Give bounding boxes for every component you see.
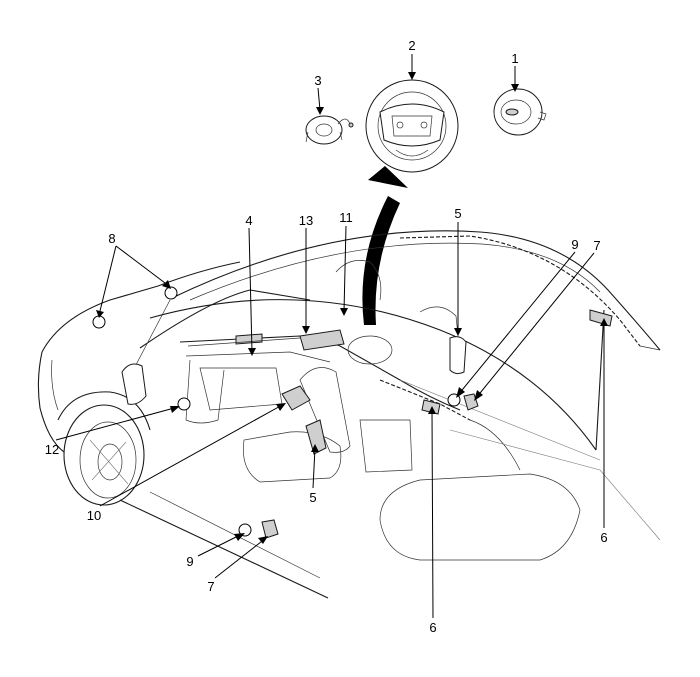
callout-2: 2 <box>408 38 415 53</box>
passenger-airbag <box>299 329 345 351</box>
callout-4: 4 <box>245 213 252 228</box>
callout-12: 12 <box>45 442 59 457</box>
srs-control-module <box>281 385 311 411</box>
curtain-airbag-front <box>187 333 301 347</box>
assembly-arrow <box>362 166 408 325</box>
side-impact-sensor-lower <box>261 519 279 539</box>
callout-5-top: 5 <box>454 206 461 221</box>
passenger-sensor-bubble <box>177 397 191 411</box>
curtain-airbag-rail <box>379 235 661 421</box>
leader-lines <box>55 54 608 619</box>
front-impact-sensor-bubble-right <box>164 286 178 300</box>
callout-7-top: 7 <box>593 238 600 253</box>
callout-8: 8 <box>108 231 115 246</box>
callout-10: 10 <box>87 508 101 523</box>
vehicle-body <box>37 230 661 599</box>
side-airbag-front <box>305 419 327 455</box>
callout-11: 11 <box>339 210 353 225</box>
side-impact-sensor-upper <box>463 393 479 411</box>
callout-6-bottom: 6 <box>429 620 436 635</box>
callout-9-top: 9 <box>571 237 578 252</box>
pressure-sensor-bubble-lower <box>238 523 252 537</box>
side-airbag-rear <box>449 336 467 375</box>
callout-6-right: 6 <box>600 530 607 545</box>
callout-5-bottom: 5 <box>309 490 316 505</box>
driver-airbag-module <box>493 88 547 136</box>
clock-spring <box>305 115 354 145</box>
callout-1: 1 <box>511 51 518 66</box>
callout-3: 3 <box>314 73 321 88</box>
steering-wheel <box>365 79 459 173</box>
callout-9-bottom: 9 <box>186 554 193 569</box>
callout-7-bottom: 7 <box>207 579 214 594</box>
callout-13: 13 <box>299 213 313 228</box>
